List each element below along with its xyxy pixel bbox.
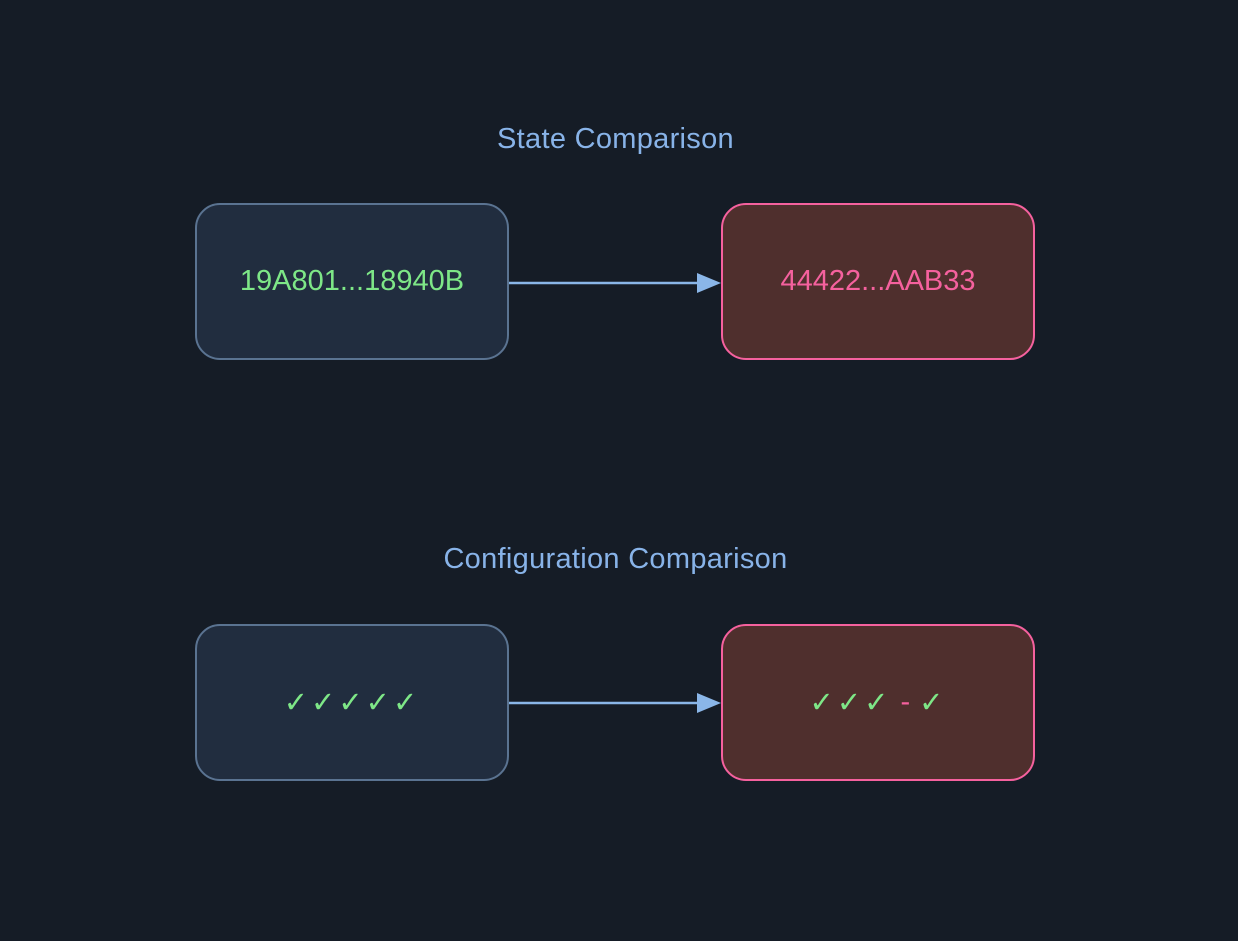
configuration-comparison-title: Configuration Comparison — [443, 543, 788, 575]
state-source-hash-label: 19A801...18940B — [239, 265, 465, 297]
state-source-node: 19A801...18940B — [195, 203, 509, 360]
config-target-checks-left-label: ✓✓✓ — [809, 687, 892, 719]
config-target-node: ✓✓✓ - ✓ — [721, 624, 1035, 781]
config-source-node: ✓✓✓✓✓ — [195, 624, 509, 781]
config-target-checks-right-label: ✓ — [919, 687, 947, 719]
state-comparison-title: State Comparison — [497, 123, 734, 155]
config-arrow-right-icon — [509, 693, 721, 713]
config-source-checks-label: ✓✓✓✓✓ — [283, 687, 421, 719]
config-target-separator: - — [900, 686, 911, 718]
state-arrow-right-icon — [509, 273, 721, 293]
state-target-node: 44422...AAB33 — [721, 203, 1035, 360]
state-target-hash-label: 44422...AAB33 — [780, 265, 976, 297]
